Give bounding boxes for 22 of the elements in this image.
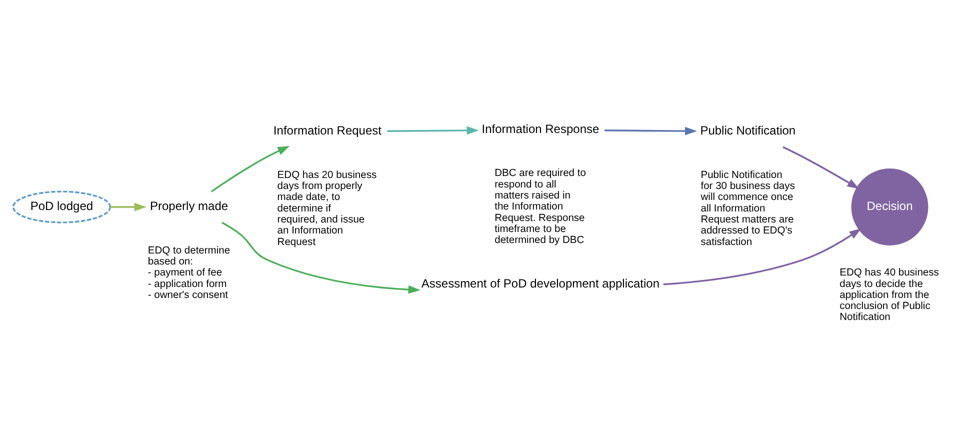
node-text: Assessment of PoD development application <box>421 276 660 290</box>
node-text: Information Request <box>273 124 382 138</box>
node-label: EDQ to determine based on: <box>148 245 230 268</box>
node-text: Information Response <box>482 122 600 136</box>
node-label: - application form <box>148 278 227 290</box>
arrow <box>222 222 420 294</box>
node-label: EDQ has 40 business days to decide the application from the conclusion of Public Notification <box>840 268 939 324</box>
node-label: Public Notification for 30 business days will commence once all Information Request matters are addressed to EDQ's satisfaction <box>700 170 795 248</box>
arrow <box>604 126 698 136</box>
node-label: - payment of fee <box>148 268 222 279</box>
arrow <box>663 228 862 286</box>
node-text: Public Notification <box>700 124 796 138</box>
arrow <box>210 146 290 192</box>
node-ellipse: PoD lodged <box>12 190 112 224</box>
arrow <box>782 146 860 189</box>
node-text: Properly made <box>150 199 228 214</box>
node-label: DBC are required to respond to all matters raised in the Information Request. Response timeframe to be determined by DBC <box>494 168 586 246</box>
node-circle: Decision <box>851 168 928 246</box>
node-label: EDQ has 20 business days from properly made date, to determine if required, and issue an Information Request <box>277 170 377 248</box>
node-label: - owner's consent <box>148 290 228 301</box>
arrow <box>110 202 146 212</box>
arrow <box>387 126 479 135</box>
